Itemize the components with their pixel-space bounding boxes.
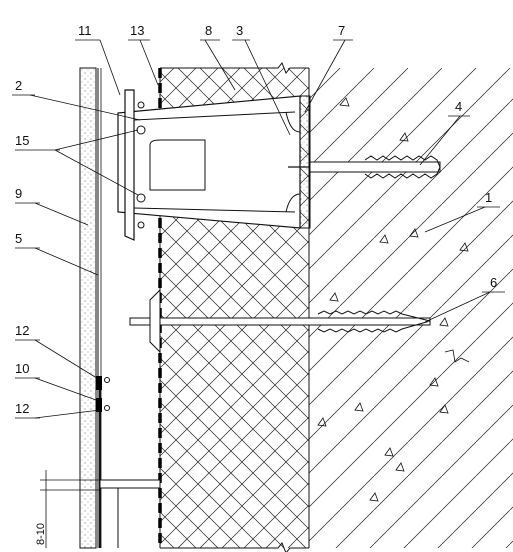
callout-13: 13 xyxy=(130,23,144,38)
callout-4: 4 xyxy=(455,99,462,114)
callout-2: 2 xyxy=(15,78,22,93)
dimension-label: 8-10 xyxy=(35,523,47,545)
callout-9: 9 xyxy=(15,186,22,201)
bottom-profile xyxy=(99,479,161,548)
rivets xyxy=(96,376,110,412)
callout-1: 1 xyxy=(485,190,492,205)
anchor-top xyxy=(288,155,441,179)
leader-lines xyxy=(12,39,505,419)
callout-6: 6 xyxy=(490,275,497,290)
callout-5: 5 xyxy=(15,231,22,246)
callout-11: 11 xyxy=(78,23,92,38)
dimension-8-10: 8-10 xyxy=(35,470,100,548)
concrete-wall xyxy=(308,68,513,548)
wall-bracket xyxy=(117,89,311,241)
callout-7: 7 xyxy=(338,23,345,38)
callout-10: 10 xyxy=(15,361,29,376)
callout-12-bottom: 12 xyxy=(15,401,29,416)
callout-12-top: 12 xyxy=(15,323,29,338)
facade-cladding xyxy=(79,67,102,549)
callout-8: 8 xyxy=(205,23,212,38)
callout-labels: 11 13 8 3 7 2 4 15 9 1 5 6 12 10 12 xyxy=(15,23,497,416)
callout-15: 15 xyxy=(15,133,29,148)
insulation-dowel xyxy=(129,288,431,354)
callout-3: 3 xyxy=(236,23,243,38)
